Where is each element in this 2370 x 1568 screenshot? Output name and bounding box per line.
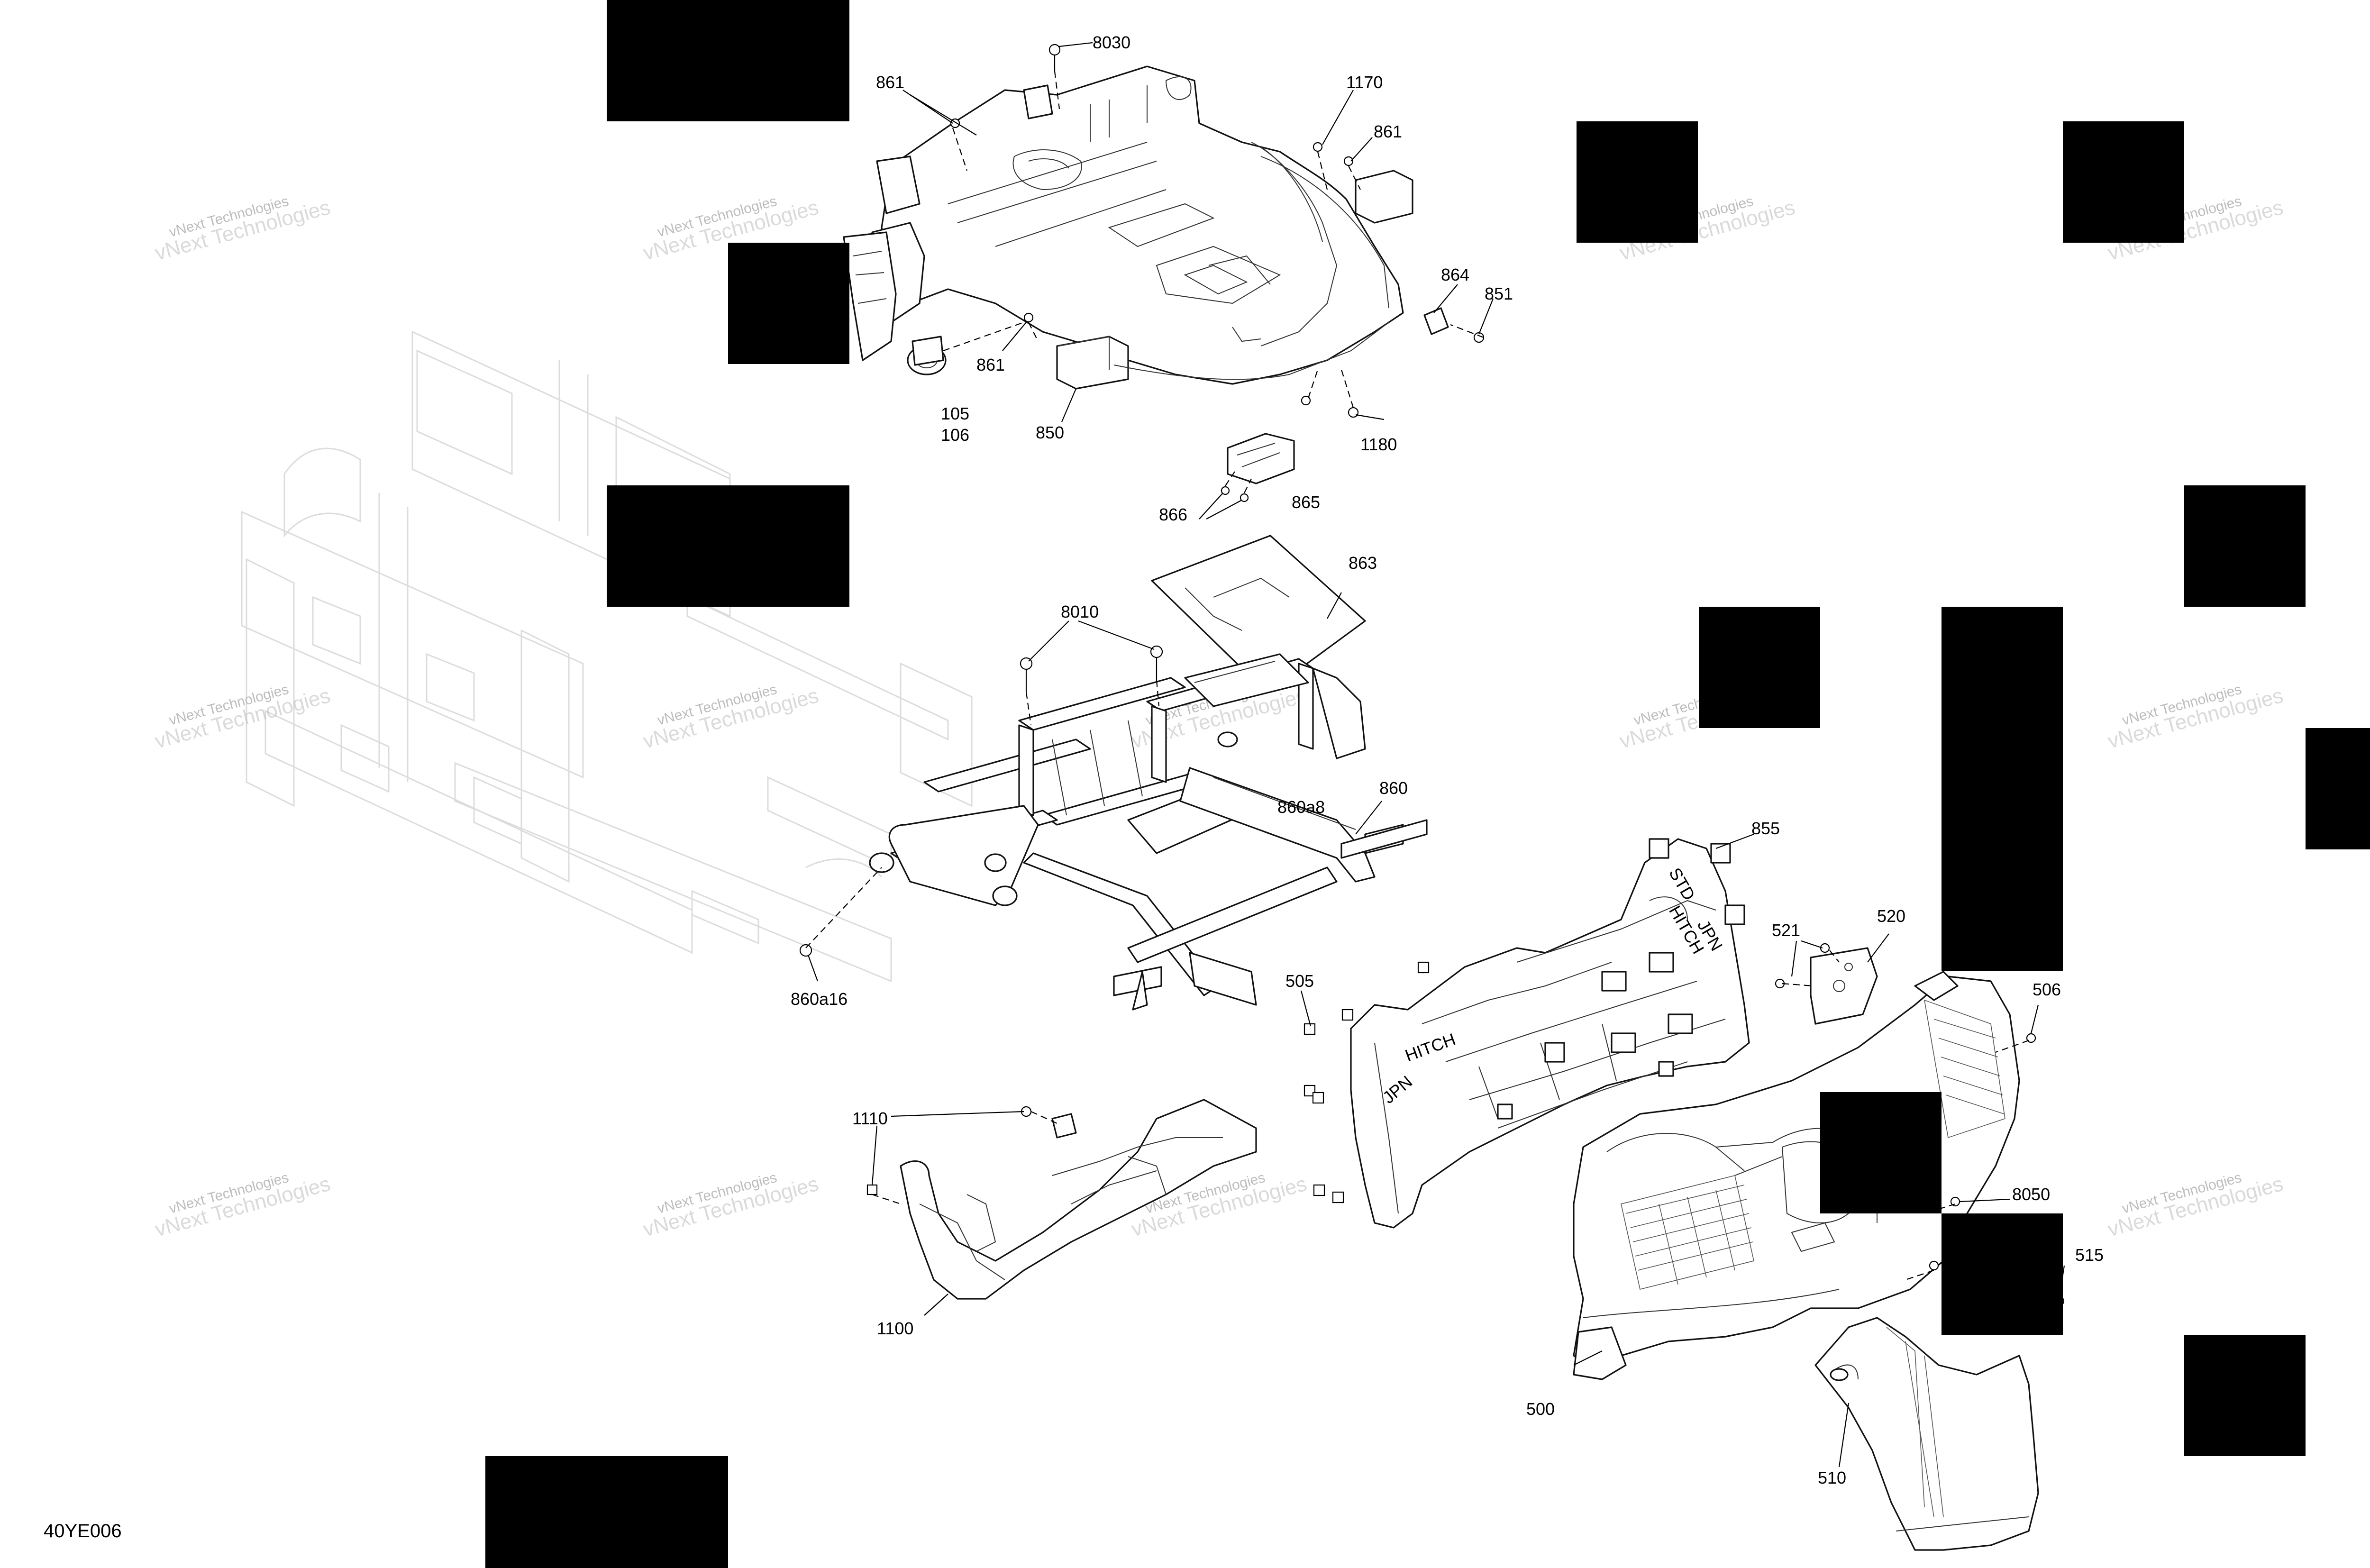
redaction-block bbox=[1577, 121, 1698, 243]
callout-850: 850 bbox=[1036, 423, 1064, 442]
redaction-block bbox=[1820, 1092, 1942, 1213]
callout-861-top: 861 bbox=[876, 73, 904, 92]
callout-8030: 8030 bbox=[1093, 33, 1130, 52]
callout-865: 865 bbox=[1292, 492, 1320, 512]
bracket-865 bbox=[1221, 433, 1295, 502]
redaction-block bbox=[2184, 485, 2306, 607]
redaction-blocks bbox=[485, 0, 2370, 1568]
callout-1180: 1180 bbox=[1360, 435, 1397, 454]
left-mount-arm bbox=[843, 231, 897, 361]
clips-505 bbox=[1304, 961, 1430, 1203]
redaction-block bbox=[607, 0, 849, 121]
plate-520 bbox=[1775, 943, 1878, 1025]
splash-guard-1100 bbox=[866, 1099, 1257, 1300]
redaction-block bbox=[2184, 1335, 2306, 1456]
rear-support-855: STD HITCH JPN HITCH JPN bbox=[1350, 838, 1750, 1229]
callout-8010: 8010 bbox=[1061, 602, 1099, 621]
callout-1100: 1100 bbox=[877, 1319, 913, 1338]
background-frame-ghost bbox=[241, 330, 973, 983]
callout-1170: 1170 bbox=[1346, 73, 1383, 92]
callout-1110: 1110 bbox=[852, 1109, 888, 1128]
callout-855: 855 bbox=[1751, 819, 1780, 838]
side-panel-510 bbox=[1814, 1317, 2039, 1551]
grommet-part bbox=[907, 336, 947, 375]
right-mount-block bbox=[1355, 170, 1413, 224]
callout-860a8: 860a8 bbox=[1277, 797, 1325, 817]
callout-8050: 8050 bbox=[2012, 1185, 2050, 1204]
redaction-block bbox=[2306, 728, 2370, 849]
plate-863 bbox=[1151, 535, 1366, 674]
callout-863: 863 bbox=[1349, 553, 1377, 573]
redaction-block bbox=[728, 243, 849, 364]
callout-851: 851 bbox=[1485, 284, 1513, 303]
callout-520: 520 bbox=[1877, 906, 1905, 926]
upper-rear-body-assembly bbox=[843, 65, 1413, 390]
diagram-code: 40YE006 bbox=[44, 1521, 122, 1541]
callout-510: 510 bbox=[1818, 1468, 1846, 1487]
callout-864: 864 bbox=[1441, 265, 1469, 284]
redaction-block bbox=[2063, 121, 2184, 243]
redaction-block bbox=[1699, 607, 1820, 728]
callout-506: 506 bbox=[2033, 980, 2061, 999]
redaction-block bbox=[607, 485, 849, 607]
callout-861-right: 861 bbox=[1374, 122, 1402, 141]
callout-521: 521 bbox=[1772, 921, 1800, 940]
redaction-block bbox=[485, 1456, 728, 1568]
callout-106: 106 bbox=[941, 425, 969, 445]
callout-860a16: 860a16 bbox=[791, 989, 848, 1009]
callout-105: 105 bbox=[941, 404, 969, 423]
fasteners-upper bbox=[950, 44, 1485, 418]
redaction-block bbox=[1942, 607, 2063, 971]
callout-866: 866 bbox=[1159, 505, 1187, 524]
callout-860: 860 bbox=[1379, 778, 1408, 798]
callout-861-lower: 861 bbox=[976, 355, 1005, 374]
callout-515: 515 bbox=[2075, 1245, 2104, 1265]
upper-body-panel bbox=[881, 65, 1404, 385]
redaction-block bbox=[1942, 1213, 2063, 1335]
rear-fascia-500 bbox=[1573, 971, 2020, 1380]
callout-labels: 8030 861 1170 861 864 851 861 105 106 85… bbox=[791, 33, 2104, 1487]
callout-505: 505 bbox=[1285, 971, 1314, 991]
callout-500: 500 bbox=[1526, 1399, 1555, 1419]
rear-subframe-860 bbox=[869, 653, 1428, 1011]
